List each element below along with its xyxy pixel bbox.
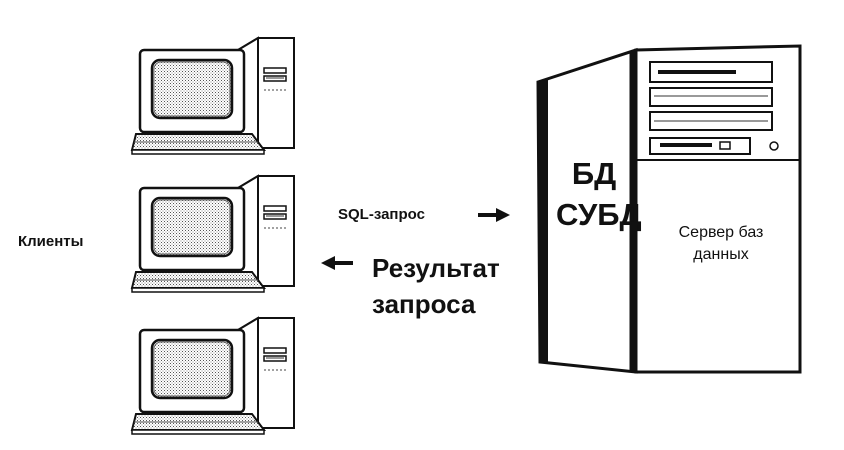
db-dbms-label: БД СУБД <box>556 153 642 235</box>
query-result-line-1: Результат <box>372 253 500 283</box>
response-arrow-icon <box>321 256 353 270</box>
database-server-label-line-2: данных <box>693 246 749 263</box>
client-computer-1-icon <box>130 36 296 156</box>
client-computer-2-icon <box>130 174 296 294</box>
database-server-label: Сервер баз данных <box>656 222 786 266</box>
clients-label: Клиенты <box>18 233 84 250</box>
dbms-label: СУБД <box>556 197 642 232</box>
query-result-label: Результат запроса <box>372 250 500 322</box>
request-arrow-icon <box>478 208 510 222</box>
database-server-label-line-1: Сервер баз <box>678 224 764 241</box>
sql-request-label: SQL-запрос <box>338 206 425 223</box>
client-computer-3-icon <box>130 316 296 436</box>
db-label: БД <box>571 156 617 191</box>
query-result-line-2: запроса <box>372 289 476 319</box>
database-server-icon <box>536 44 802 374</box>
